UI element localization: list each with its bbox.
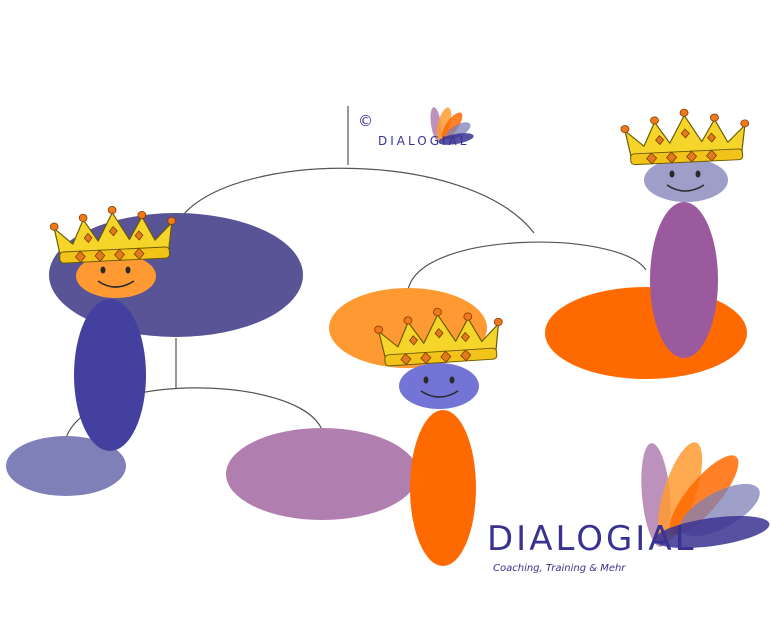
figure-right-body (650, 202, 718, 358)
copyright-mark: © (358, 112, 373, 130)
logo-large: DIALOGIAL Coaching, Training & Mehr (487, 442, 770, 574)
figure-right-head (644, 158, 728, 202)
figure-right-face (666, 170, 705, 192)
figure-middle-face (420, 376, 459, 398)
figure-middle-body (410, 410, 476, 566)
logo-large-brand: DIALOGIAL (487, 519, 697, 559)
right-arc (407, 241, 647, 291)
mauve-oval (226, 428, 418, 520)
figure-left (48, 202, 179, 451)
figure-left-face (97, 266, 135, 288)
lavender-oval (6, 436, 126, 496)
logo-small: © DIALOGIAL (358, 107, 474, 148)
logo-large-tagline: Coaching, Training & Mehr (493, 563, 626, 574)
logo-small-brand: DIALOGIAL (378, 134, 469, 148)
crown-icon (619, 105, 752, 166)
petal-logo-icon (641, 442, 770, 549)
figure-middle (372, 303, 506, 566)
figure-left-body (74, 299, 146, 451)
figure-right (619, 105, 752, 358)
top-arc (182, 167, 535, 234)
figure-middle-head (399, 363, 479, 409)
figure-left-head (76, 254, 156, 298)
petal-logo-icon (430, 107, 474, 145)
